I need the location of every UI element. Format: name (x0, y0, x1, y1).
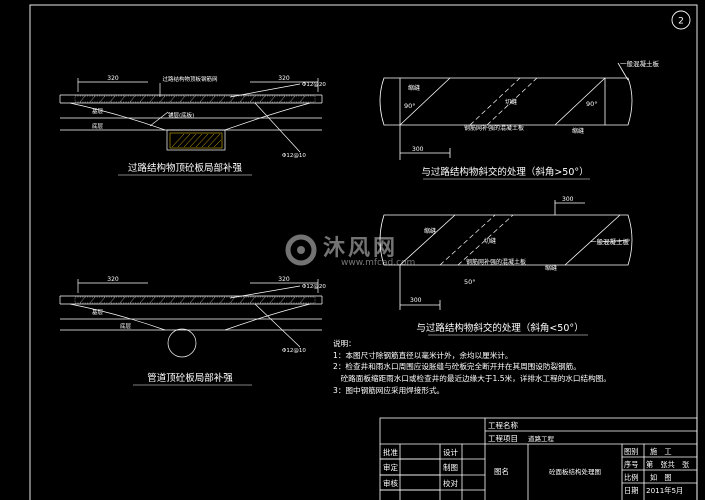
skew-gt50-seam-right: 缩缝 (572, 127, 584, 135)
notes-heading: 说明： (333, 339, 356, 348)
culvert-right-dim: 320 (278, 75, 290, 82)
pipe-detail: 320 320 Φ12@20 基层 底层 Φ12@10 管道顶砼板局部补强 (59, 276, 326, 386)
skew-gt50-detail: 一般混凝土板 缩缝 缩缝 切缝 钢筋网补强的混凝土板 90° 90° 300 与… (379, 59, 660, 180)
pipe-rebar-top: Φ12@20 (302, 284, 326, 290)
skew-lt50-mesh: 钢筋网补强的混凝土板 (466, 258, 526, 266)
culvert-layer-side: 基层 (92, 107, 104, 115)
tb-category-value: 施 工 (650, 447, 672, 456)
culvert-top-label: 过路结构物顶板钢筋网 (162, 75, 218, 83)
tb-project-item-value: 道路工程 (528, 434, 555, 443)
notes-block: 说明： 1：本图尺寸除钢筋直径以毫米计外，余均以厘米计。 2：检查井和雨水口周围… (333, 338, 663, 397)
skew-lt50-detail: 一般混凝土板 缩缝 缩缝 切缝 钢筋网补强的混凝土板 50° 300 300 与… (379, 196, 633, 336)
watermark-url: www.mfcad.com (341, 258, 416, 268)
culvert-rebar-top: Φ12@20 (302, 82, 326, 88)
watermark: 沐风网 www.mfcad.com (283, 228, 433, 276)
tb-design: 设计 (443, 447, 458, 457)
pipe-layer-side: 基层 (92, 308, 104, 316)
tb-project-name-label: 工程名称 (488, 420, 518, 430)
tb-date-value: 2011年5月 (646, 486, 683, 495)
skew-gt50-dim: 300 (412, 146, 424, 153)
sheet-number: 2 (678, 17, 684, 27)
skew-lt50-title: 与过路结构物斜交的处理（斜角<50°） (416, 322, 583, 334)
tb-approve: 批准 (383, 447, 398, 457)
culvert-left-dim: 320 (107, 75, 119, 82)
culvert-layer-bottom: 底层 (92, 122, 104, 130)
tb-serial-value: 第 张共 张 (646, 460, 689, 469)
sheet-number-circle (671, 10, 691, 30)
tb-drawing-name-label: 图名 (494, 466, 509, 476)
pipe-layer-bottom: 底层 (120, 322, 132, 330)
note-line-2: 2：检查井和雨水口周围应设胀缝与砼板完全断开并在其周围设防裂钢筋。 (333, 362, 581, 372)
tb-category-label: 图别 (624, 447, 638, 456)
skew-gt50-seam-left: 缩缝 (408, 84, 420, 92)
skew-gt50-angle-left: 90° (404, 102, 416, 110)
tb-check: 审核 (383, 478, 398, 488)
culvert-rebar-bottom: Φ12@10 (282, 153, 306, 159)
skew-gt50-title: 与过路结构物斜交的处理（斜角>50°） (421, 166, 588, 178)
skew-gt50-cut: 切缝 (505, 98, 517, 106)
skew-lt50-slab-label: 一般混凝土板 (590, 237, 630, 246)
tb-scale-label: 比例 (624, 473, 638, 482)
note-line-3: 砼路面板缩距雨水口或检查井的最近边缘大于1.5米，详排水工程的水口结构图。 (333, 374, 611, 384)
watermark-logo-icon (285, 234, 317, 266)
sheet-border (29, 4, 698, 500)
skew-lt50-cut: 切缝 (484, 237, 496, 245)
skew-lt50-seam-left: 缩缝 (424, 227, 436, 235)
tb-scale-value: 如 图 (650, 473, 672, 482)
pipe-left-dim: 320 (107, 276, 119, 283)
tb-project-item-label: 工程项目 (488, 434, 518, 443)
title-block: 工程名称 工程项目 道路工程 批准 设计 审定 制图 审核 校对 图名 砼面板结… (379, 417, 698, 500)
skew-lt50-angle: 50° (464, 278, 476, 286)
culvert-detail: 320 320 过路结构物顶板钢筋网 Φ12@20 铺层(底板) 基层 底层 Φ… (59, 75, 326, 176)
skew-gt50-angle-right: 90° (586, 100, 598, 108)
tb-verify: 校对 (443, 478, 458, 488)
tb-draw: 制图 (443, 462, 458, 472)
note-line-4: 3：图中钢筋网应采用焊接形式。 (333, 385, 445, 395)
tb-date-label: 日期 (624, 486, 638, 495)
skew-gt50-slab-label: 一般混凝土板 (620, 59, 660, 68)
culvert-layer-mid: 铺层(底板) (168, 111, 194, 119)
skew-lt50-dim-top: 300 (562, 196, 574, 203)
watermark-brand: 沐风网 (323, 236, 399, 261)
note-line-1: 1：本图尺寸除钢筋直径以毫米计外，余均以厘米计。 (333, 350, 513, 360)
pipe-right-dim: 320 (278, 276, 290, 283)
culvert-detail-title: 过路结构物顶砼板局部补强 (128, 162, 243, 174)
pipe-detail-title: 管道顶砼板局部补强 (147, 372, 233, 384)
pipe-rebar-bottom: Φ12@10 (282, 348, 306, 354)
tb-drawing-name-value: 砼面板结构处理图 (549, 467, 601, 476)
skew-gt50-mesh: 钢筋网补强的混凝土板 (464, 124, 524, 132)
tb-serial-label: 序号 (624, 460, 638, 469)
skew-lt50-seam-right: 缩缝 (545, 264, 557, 272)
skew-lt50-dim-bottom: 300 (410, 297, 422, 304)
tb-review: 审定 (383, 462, 398, 472)
